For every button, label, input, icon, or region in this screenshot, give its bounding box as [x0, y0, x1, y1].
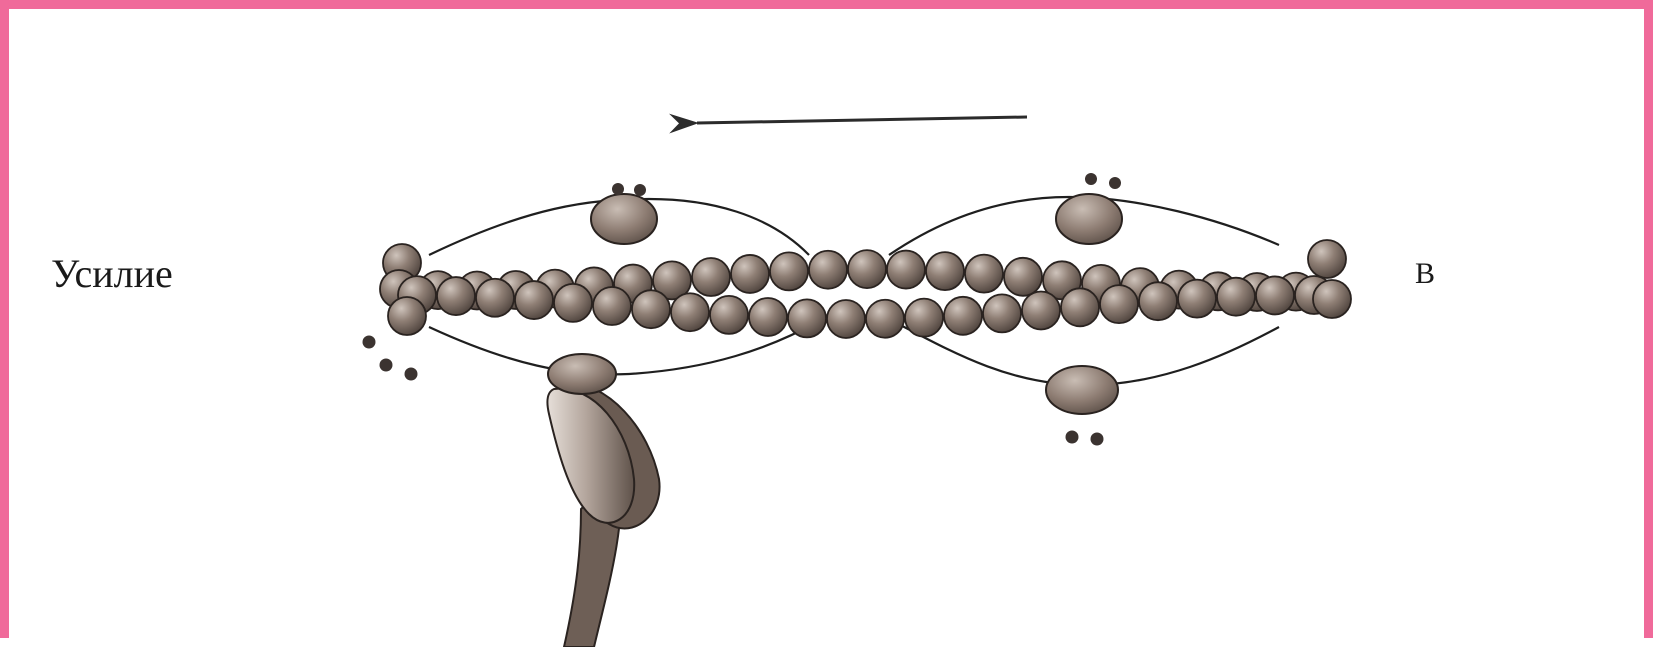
- actin-bead: [866, 300, 904, 338]
- direction-arrow: [697, 117, 1027, 123]
- label-force: Усилие: [51, 250, 173, 297]
- actin-bead: [1178, 280, 1216, 318]
- actin-bead: [731, 255, 769, 293]
- actin-bead: [710, 296, 748, 334]
- actin-bead: [944, 297, 982, 335]
- actin-bead: [437, 277, 475, 315]
- myosin-head: [547, 354, 659, 647]
- actin-bead: [515, 281, 553, 319]
- actin-bead: [1313, 280, 1351, 318]
- actin-bead: [476, 279, 514, 317]
- actin-bead: [887, 251, 925, 289]
- label-panel-letter: В: [1415, 257, 1435, 291]
- actin-bead: [827, 300, 865, 338]
- actin-bead: [632, 290, 670, 328]
- actin-bead: [965, 255, 1003, 293]
- actin-myosin-diagram: [9, 9, 1653, 647]
- actin-bead: [749, 298, 787, 336]
- actin-bead: [671, 293, 709, 331]
- actin-bead: [1022, 291, 1060, 329]
- actin-bead: [1308, 240, 1346, 278]
- actin-bead: [983, 294, 1021, 332]
- actin-bead: [809, 251, 847, 289]
- actin-bead: [1139, 282, 1177, 320]
- actin-bead: [1100, 285, 1138, 323]
- actin-bead: [692, 258, 730, 296]
- actin-bead: [554, 284, 592, 322]
- actin-bead: [388, 297, 426, 335]
- actin-bead: [848, 250, 886, 288]
- actin-bead: [788, 299, 826, 337]
- actin-bead: [1004, 258, 1042, 296]
- actin-bead: [1256, 276, 1294, 314]
- actin-bead: [593, 287, 631, 325]
- actin-filament: [380, 240, 1351, 338]
- actin-bead: [770, 252, 808, 290]
- actin-bead: [1061, 288, 1099, 326]
- actin-bead: [926, 252, 964, 290]
- actin-bead: [1217, 278, 1255, 316]
- actin-bead: [905, 299, 943, 337]
